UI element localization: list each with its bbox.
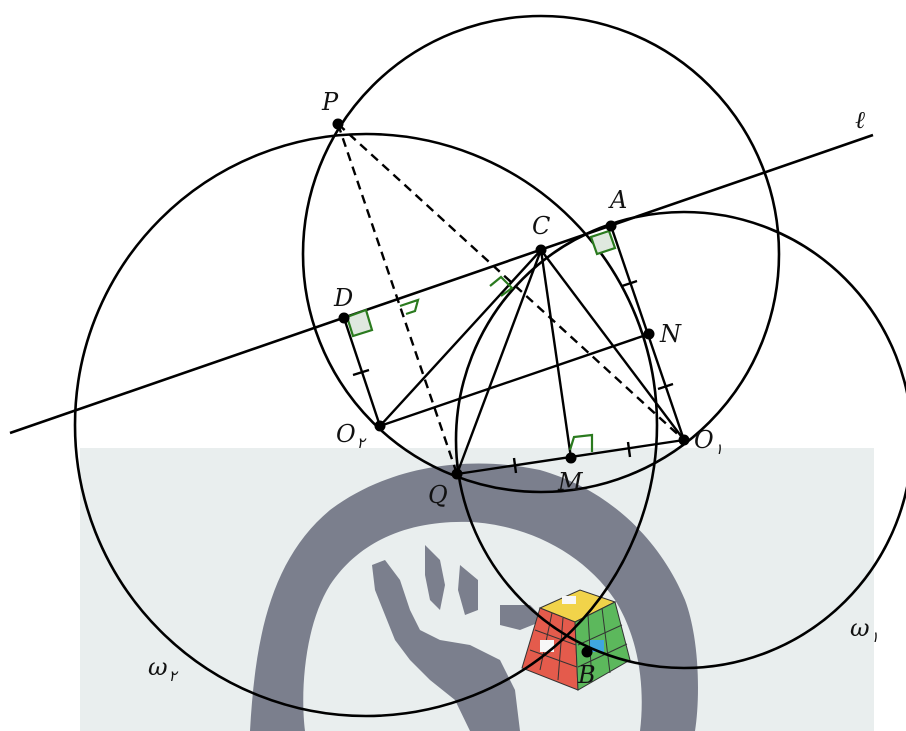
cube-grid — [577, 624, 623, 646]
segment-CM — [539, 249, 573, 459]
label-D: D — [333, 284, 353, 312]
point-D — [338, 312, 350, 324]
label-Q: Q — [428, 481, 448, 509]
segment-O2N — [379, 332, 650, 428]
circle-omega1 — [454, 210, 906, 670]
cube-grid — [529, 649, 578, 668]
tick-MO1 — [626, 441, 632, 458]
label-M: M — [557, 468, 584, 496]
right-angle-A — [589, 229, 617, 256]
right-angle-D — [345, 308, 374, 338]
label-P: P — [321, 88, 339, 116]
circle-through-P-A — [301, 14, 781, 494]
point-N — [643, 328, 655, 340]
label-omega2: ω۲ — [148, 653, 179, 685]
cube-sticker — [562, 596, 576, 604]
tick-QM — [512, 457, 518, 474]
point-Q — [451, 468, 463, 480]
label-N: N — [659, 320, 682, 348]
point-O1 — [678, 434, 690, 446]
point-O2 — [374, 420, 386, 432]
right-angle-PQ — [399, 298, 420, 316]
point-B — [581, 646, 593, 658]
label-C: C — [532, 212, 550, 240]
segment-CO1 — [540, 249, 685, 441]
line-l — [9, 133, 874, 435]
label-O1: O۱ — [694, 426, 723, 458]
segment-CO2 — [379, 249, 542, 427]
cube-grid — [577, 643, 628, 668]
watermark-background — [80, 448, 874, 731]
label-B: B — [577, 661, 596, 689]
cube-grid — [601, 607, 611, 674]
point-A — [605, 220, 617, 232]
cube-grid — [557, 617, 564, 681]
label-A: A — [608, 186, 627, 214]
point-C — [535, 244, 547, 256]
dashed-PO1 — [337, 123, 685, 441]
point-P — [332, 118, 344, 130]
tick-AN — [621, 279, 638, 288]
watermark-hand — [372, 545, 545, 731]
circle-omega2 — [73, 132, 659, 718]
label-omega1: ω۱ — [850, 614, 879, 646]
label-O2: O۲ — [336, 420, 367, 452]
label-line-l: ℓ — [855, 106, 865, 134]
cube-grid — [534, 629, 577, 646]
point-M — [565, 452, 577, 464]
tick-DO2 — [352, 368, 370, 377]
watermark-arch — [250, 463, 698, 731]
tick-NO1 — [657, 382, 674, 391]
right-angle-M — [568, 433, 594, 452]
right-angle-PO1 — [489, 275, 514, 297]
segment-CQ — [455, 249, 543, 475]
dashed-PQ — [336, 123, 459, 475]
